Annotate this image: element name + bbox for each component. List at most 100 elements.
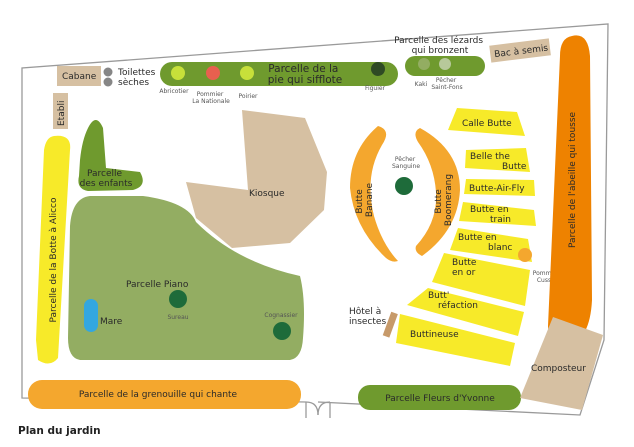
hotel-insectes-line2: insectes (349, 317, 386, 327)
buttineuse-label: Buttineuse (410, 330, 459, 340)
parcelle-abeille (548, 35, 592, 346)
parcelle-botte-alicco (36, 135, 71, 364)
enfants-line2: des enfants (80, 179, 133, 189)
hotel-insectes-label: Hôtel à insectes (349, 306, 386, 327)
enfants-label: Parcelle des enfants (80, 169, 133, 189)
fleurs-yvonne-label: Parcelle Fleurs d'Yvonne (385, 394, 495, 404)
figuier-tree-icon (371, 62, 385, 76)
cognassier-label: Cognassier (264, 312, 298, 319)
pommier-cusset-label: Pommier Cusset (533, 270, 562, 284)
etabli-label: Etabli (57, 101, 67, 126)
butte-boomerang-line1: Butte (434, 189, 444, 214)
pie-line1: Parcelle de la (268, 63, 338, 75)
pommier-cusset-tree-icon (518, 248, 532, 262)
belle-the-butte (465, 148, 530, 172)
butte-boomerang-line2: Boomerang (444, 174, 454, 226)
butte-en-train-label: Butte en train (470, 205, 511, 225)
sureau-tree-icon (169, 290, 187, 308)
gate-icon (305, 401, 331, 418)
pommier-label: Pommier La Nationale (192, 91, 230, 105)
pommier-cusset-line2: Cusset (537, 277, 558, 284)
butte-boomerang-label: Butte Boomerang (434, 174, 454, 226)
poirier-label: Poirier (238, 93, 258, 100)
butt-reflection-line1: Butt' (428, 291, 449, 301)
kaki-tree-icon (418, 58, 430, 70)
pecher-saint-fons-line1: Pêcher (436, 77, 457, 84)
butte-en-or (432, 253, 530, 306)
hotel-insectes (382, 311, 398, 338)
pommier-line2: La Nationale (192, 98, 230, 105)
composteur-label: Composteur (531, 364, 586, 374)
butte-en-or-line1: Butte (452, 258, 477, 268)
abricotier-tree-icon (171, 66, 185, 80)
pie-label: Parcelle de la pie qui sifflote (268, 63, 343, 86)
pecher-sanguine-label: Pêcher Sanguine (392, 156, 420, 170)
parcelle-pie (160, 62, 398, 86)
pecher-sanguine-line2: Sanguine (392, 163, 420, 170)
mare (84, 299, 98, 332)
butte-banane (350, 126, 398, 262)
butte-boomerang (415, 128, 460, 256)
butt-reflection-label: Butt' réfaction (428, 291, 478, 311)
toilet-icon (103, 77, 113, 87)
pecher-saint-fons-tree-icon (439, 58, 451, 70)
lezards-label: Parcelle des lézards qui bronzent (394, 35, 486, 56)
map-caption: Plan du jardin (18, 425, 101, 437)
butte-en-or-line2: en or (452, 268, 476, 278)
butte-en-blanc (450, 228, 532, 262)
butt-reflection (407, 288, 524, 336)
belle-the-butte-line2: Butte (502, 162, 527, 172)
kiosque (186, 110, 327, 248)
buttineuse (396, 314, 515, 366)
toilettes-line1: Toilettes (117, 68, 156, 78)
butt-reflection-line2: réfaction (438, 300, 478, 311)
mare-label: Mare (100, 317, 123, 327)
lezards-line1: Parcelle des lézards (394, 35, 483, 46)
butte-air-fly-label: Butte-Air-Fly (469, 184, 525, 194)
sureau-label: Sureau (167, 314, 188, 321)
parcelle-fleurs-yvonne (358, 385, 521, 410)
butte-en-train-line2: train (490, 215, 511, 225)
butte-banane-label: Butte Banane (355, 182, 375, 217)
hotel-insectes-line1: Hôtel à (349, 306, 381, 317)
pecher-saint-fons-label: Pêcher Saint-Fons (431, 77, 462, 91)
toilettes-label: Toilettes sèches (117, 68, 158, 88)
pommier-line1: Pommier (197, 91, 224, 98)
toilettes-line2: sèches (118, 77, 149, 88)
butte-air-fly (464, 179, 535, 196)
butte-en-blanc-label: Butte en blanc (458, 233, 512, 253)
figuier-label: Figuier (365, 85, 386, 92)
piano-label: Parcelle Piano (126, 280, 189, 290)
belle-the-butte-label: Belle the Butte (470, 152, 527, 172)
parcelle-grenouille (28, 380, 301, 409)
butte-en-blanc-line2: blanc (488, 243, 512, 253)
butte-banane-line1: Butte (355, 189, 365, 214)
kaki-label: Kaki (415, 81, 428, 88)
toilet-icon (103, 67, 113, 77)
enfants-line1: Parcelle (87, 169, 123, 179)
etabli (53, 93, 68, 129)
poirier-tree-icon (240, 66, 254, 80)
bac-semis (489, 38, 551, 63)
lezards-line2: qui bronzent (412, 46, 469, 56)
pie-line2: pie qui sifflote (268, 74, 343, 86)
garden-boundary (21, 23, 609, 416)
pecher-sanguine-tree-icon (395, 177, 413, 195)
parcelle-piano (68, 196, 304, 360)
abeille-label: Parcelle de l'abeille qui tousse (568, 111, 578, 248)
abricotier-label: Abricotier (159, 88, 189, 95)
butte-en-or-label: Butte en or (452, 258, 479, 278)
pommier-cusset-line1: Pommier (533, 270, 560, 277)
butte-banane-line2: Banane (365, 182, 375, 217)
pecher-saint-fons-line2: Saint-Fons (431, 84, 462, 91)
butte-en-blanc-line1: Butte en (458, 233, 497, 243)
butte-en-train-line1: Butte en (470, 205, 509, 215)
belle-the-butte-line1: Belle the (470, 152, 510, 162)
calle-butte-label: Calle Butte (462, 119, 512, 129)
composteur (520, 317, 603, 410)
botte-alicco-label: Parcelle de la Botte à Alicco (49, 197, 59, 322)
cabane (57, 66, 101, 86)
cognassier-tree-icon (273, 322, 291, 340)
calle-butte (448, 108, 525, 136)
